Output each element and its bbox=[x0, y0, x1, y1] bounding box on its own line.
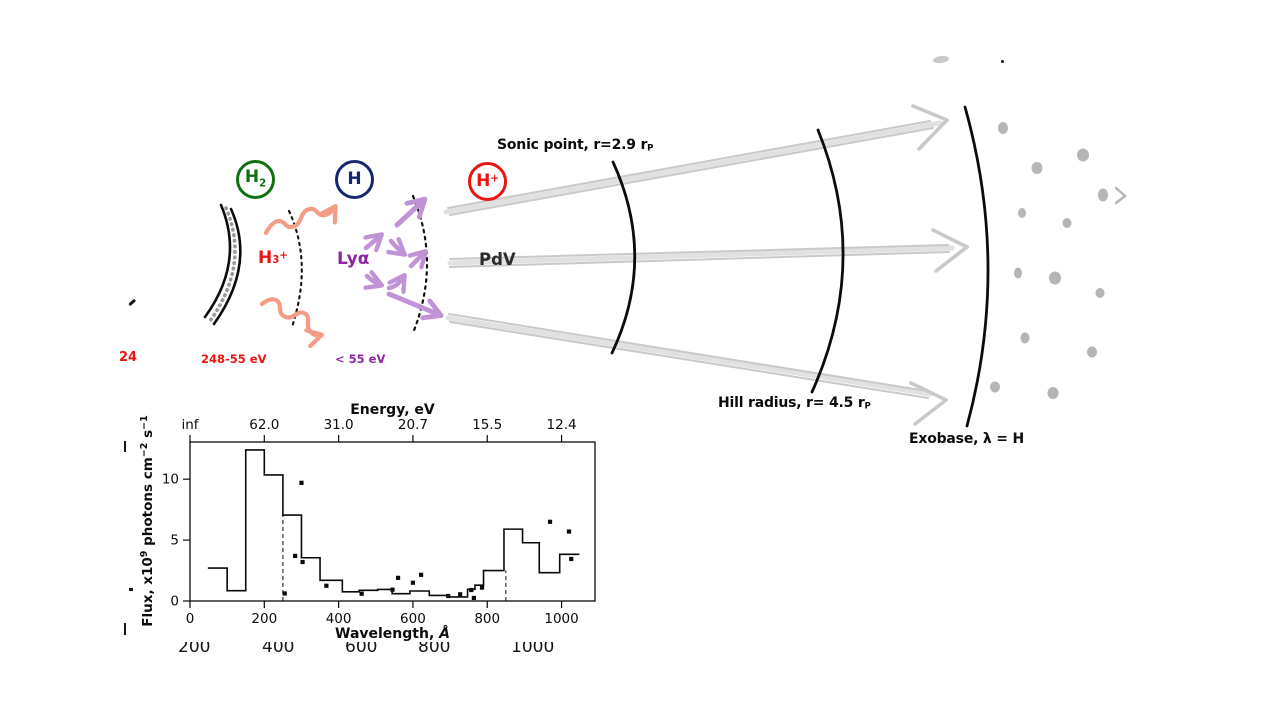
flux-spectrum-chart: inf 62.0 31.0 20.7 15.5 12.4 Energy, eV 0 200 400… bbox=[139, 402, 596, 642]
flux-tick-label: 0 bbox=[170, 594, 179, 610]
spectrum-scatter-point bbox=[395, 575, 401, 580]
energy-tick-label: inf bbox=[181, 417, 199, 433]
spectrum-scatter-point bbox=[359, 591, 364, 596]
label-h3plus: H3+ bbox=[258, 248, 288, 268]
label-pdv: PdV bbox=[479, 250, 516, 269]
remnant-bottom-axis: 200 400 600 800 1000 bbox=[0, 642, 1274, 656]
species-label-hplus: H+ bbox=[476, 171, 499, 191]
spectrum-scatter-point bbox=[446, 593, 451, 599]
planet-limb-outer-arc bbox=[212, 207, 242, 326]
lya-arrow-1 bbox=[394, 200, 424, 228]
remnant-tick-mark bbox=[129, 588, 133, 591]
spectrum-scatter-point bbox=[479, 585, 485, 590]
wavelength-tick-label: 800 bbox=[474, 611, 500, 627]
energy-tick-label: 15.5 bbox=[472, 417, 502, 433]
sonic-point-arc bbox=[610, 160, 637, 355]
spectrum-scatter-point bbox=[300, 559, 305, 565]
spectrum-scatter-point bbox=[324, 583, 329, 588]
dotted-arc-h3-region bbox=[287, 209, 303, 329]
remnant-chevron-mark bbox=[1114, 186, 1127, 205]
label-energy-band-lya: < 55 eV bbox=[335, 352, 386, 366]
spectrum-step-line bbox=[207, 449, 580, 598]
lya-photon-arrows bbox=[366, 200, 440, 315]
spectrum-scatter-point bbox=[282, 591, 287, 596]
spectrum-scatter-point bbox=[390, 587, 395, 592]
photon-squiggle-arrow-lower bbox=[259, 297, 321, 335]
energy-tick-label: 31.0 bbox=[324, 417, 354, 433]
outflow-arrow-bottom bbox=[445, 313, 948, 426]
species-label-h2: H2 bbox=[244, 167, 267, 190]
remnant-axis-label: 400 bbox=[262, 642, 295, 656]
spectrum-scatter-point bbox=[293, 553, 298, 559]
label-hill-radius: Hill radius, r= 4.5 rP bbox=[718, 395, 871, 412]
remnant-axis-label: 200 bbox=[178, 642, 211, 656]
label-sonic-point: Sonic point, r=2.9 rP bbox=[497, 137, 654, 154]
spectrum-scatter-point bbox=[569, 556, 574, 562]
planet-limb-inner-arc bbox=[203, 203, 232, 319]
remnant-axis-label: 600 bbox=[345, 642, 378, 656]
photon-squiggle-arrow-upper bbox=[263, 207, 335, 236]
label-energy-band-h3: 248-55 eV bbox=[201, 352, 267, 366]
remnant-black-dot bbox=[1001, 60, 1004, 63]
spectrum-scatter-point bbox=[410, 580, 416, 585]
species-circle-h2: H2 bbox=[236, 160, 275, 199]
lya-arrow-4 bbox=[411, 252, 425, 266]
lya-arrow-5 bbox=[367, 276, 381, 285]
flux-tick-label: 10 bbox=[162, 472, 179, 488]
remnant-tick-mark bbox=[124, 623, 126, 635]
spectrum-scatter-point bbox=[471, 595, 476, 601]
lya-arrow-2 bbox=[366, 235, 381, 248]
outflow-arrow-middle bbox=[447, 228, 969, 273]
spectrum-scatter-point bbox=[566, 529, 572, 534]
label-lyalpha: Lyα bbox=[337, 249, 370, 269]
label-exobase: Exobase, λ = H bbox=[909, 431, 1024, 447]
escaping-particle-dots bbox=[990, 122, 1108, 399]
wavelength-tick-label: 0 bbox=[186, 611, 195, 627]
remnant-tick-mark bbox=[124, 441, 126, 452]
lya-arrow-3 bbox=[391, 241, 404, 254]
flux-tick-label: 5 bbox=[170, 533, 179, 549]
wavelength-tick-label: 1000 bbox=[544, 611, 578, 627]
wavelength-tick-label: 400 bbox=[326, 611, 352, 627]
spectrum-scatter-point bbox=[299, 480, 304, 485]
species-label-h: H bbox=[347, 169, 362, 189]
exobase-arc bbox=[963, 105, 990, 428]
wavelength-tick-label: 200 bbox=[251, 611, 277, 627]
wavelength-tick-label: 600 bbox=[400, 611, 426, 627]
lya-arrow-7 bbox=[386, 291, 440, 315]
planet-limb-speckles bbox=[208, 206, 237, 323]
wavelength-axis-title: Wavelength, Å bbox=[335, 625, 450, 642]
energy-axis-title: Energy, eV bbox=[350, 402, 435, 418]
remnant-axis-label: 1000 bbox=[511, 642, 555, 656]
species-circle-hplus: H+ bbox=[468, 162, 507, 201]
lya-arrow-6 bbox=[386, 276, 404, 288]
flux-axis-title: Flux, x109 photons cm−2 s−1 bbox=[139, 415, 156, 626]
remnant-clipped-text: 24 bbox=[119, 350, 137, 365]
spectrum-scatter-point bbox=[547, 519, 553, 524]
energy-tick-label: 20.7 bbox=[398, 417, 428, 433]
species-circle-h: H bbox=[335, 160, 374, 199]
remnant-axis-label: 800 bbox=[418, 642, 451, 656]
spectrum-scatter-point bbox=[469, 587, 474, 593]
outflow-arrow-top bbox=[443, 104, 949, 216]
spectrum-scatter-point bbox=[458, 592, 463, 597]
spectrum-scatter-point bbox=[419, 572, 424, 577]
energy-tick-label: 62.0 bbox=[249, 417, 279, 433]
energy-tick-label: 12.4 bbox=[547, 417, 577, 433]
plot-border bbox=[189, 441, 596, 602]
hill-radius-arc bbox=[810, 128, 845, 394]
